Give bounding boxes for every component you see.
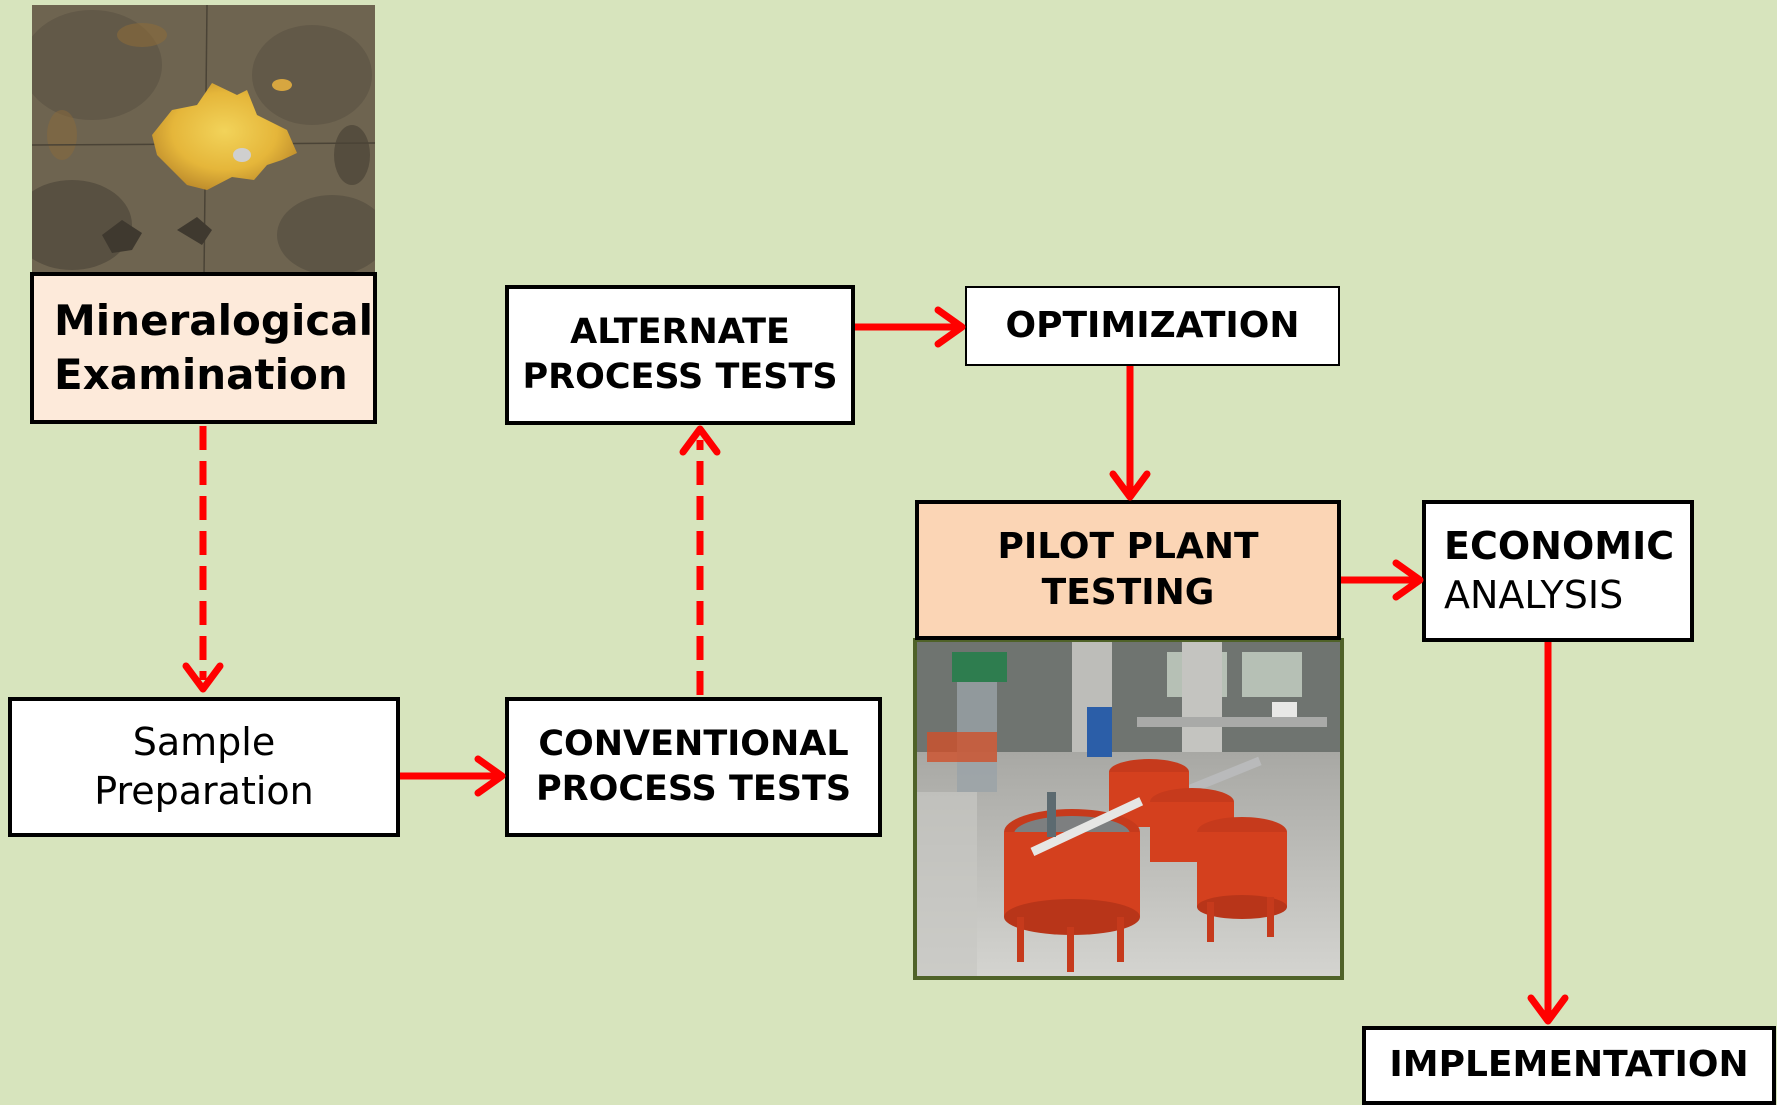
node-implementation-line1: IMPLEMENTATION [1389, 1044, 1749, 1086]
node-economic-line1: ECONOMIC [1444, 524, 1675, 569]
node-implementation: IMPLEMENTATION [1362, 1026, 1776, 1105]
node-sample-line1: Sample [132, 720, 276, 765]
node-alternate-process-tests: ALTERNATE PROCESS TESTS [505, 285, 855, 425]
node-mineralogical-line2: Examination [54, 350, 348, 399]
node-economic-analysis: ECONOMIC ANALYSIS [1422, 500, 1694, 642]
arrow-conventional-to-alternate [679, 425, 721, 695]
arrow-sample-to-conventional [400, 755, 506, 797]
node-pilot-line2: TESTING [1041, 572, 1215, 613]
node-conventional-line2: PROCESS TESTS [535, 769, 852, 809]
node-optimization: OPTIMIZATION [965, 286, 1340, 366]
micrograph-photo [32, 5, 375, 277]
arrow-optimization-to-pilot [1109, 366, 1151, 501]
node-alternate-line1: ALTERNATE [570, 312, 790, 353]
arrow-pilot-to-economic [1341, 559, 1424, 601]
node-sample-line2: Preparation [94, 769, 314, 813]
node-mineralogical-examination: Mineralogical Examination [30, 272, 377, 424]
node-conventional-process-tests: CONVENTIONAL PROCESS TESTS [505, 697, 882, 837]
arrow-alternate-to-optimization [855, 306, 966, 348]
node-economic-line2: ANALYSIS [1444, 573, 1624, 617]
node-optimization-line1: OPTIMIZATION [1005, 304, 1300, 346]
node-pilot-line1: PILOT PLANT [997, 525, 1259, 567]
node-mineralogical-line1: Mineralogical [54, 296, 373, 346]
pilot-plant-image [917, 642, 1340, 976]
micrograph-image [32, 5, 375, 277]
pilot-plant-photo [913, 638, 1344, 980]
node-conventional-line1: CONVENTIONAL [538, 724, 849, 765]
node-alternate-line2: PROCESS TESTS [522, 357, 838, 397]
node-sample-preparation: Sample Preparation [8, 697, 400, 837]
node-pilot-plant-testing: PILOT PLANT TESTING [915, 500, 1341, 640]
arrow-economic-to-implementation [1527, 642, 1569, 1025]
arrow-mineralogical-to-sample [182, 426, 224, 693]
